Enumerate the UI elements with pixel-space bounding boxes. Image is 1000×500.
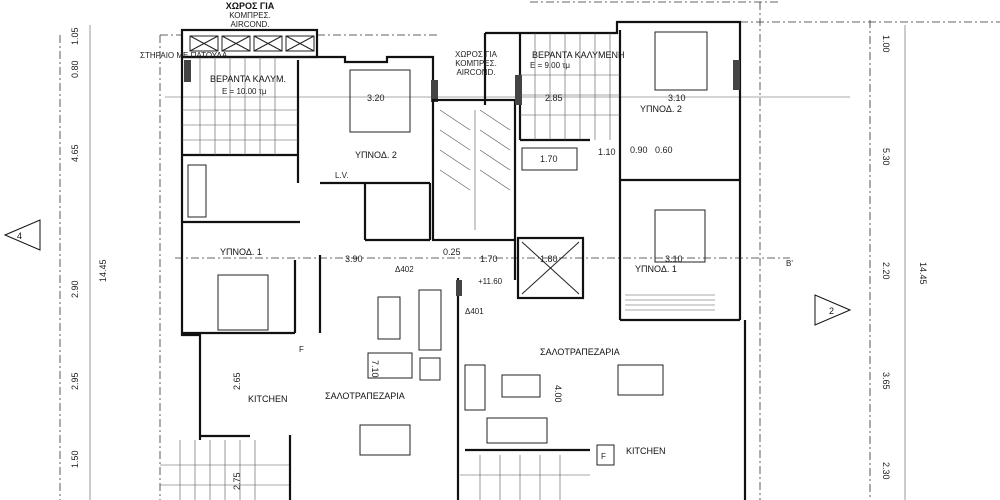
top-note-line2: ΚΟΜΠΡΕΣ. [229,11,271,20]
outer-dimensions-left: 1.05 0.80 4.65 2.90 2.95 1.50 14.45 [70,27,108,468]
dim: 1.10 [598,147,616,157]
axis-lines [59,1,1000,500]
bedroom1-right-label: ΥΠΝΟΔ. 1 [635,264,677,274]
dim: 3.65 [881,372,891,390]
veranda-right-label: ΒΕΡΑΝΤΑ ΚΑΛΥΜΕΝΗ [532,50,625,60]
dim: 2.65 [232,372,242,390]
section-marker-right: 2 [814,294,852,326]
fridge-left: F [299,345,304,354]
section-marker-left: 4 [3,219,41,251]
bedroom2-right-label: ΥΠΝΟΔ. 2 [640,104,682,114]
d402-label: Δ402 [395,265,414,274]
dim: 0.25 [443,247,461,257]
dim: 5.30 [881,148,891,166]
dim: 1.05 [70,27,80,45]
compressor-right-2: ΚΟΜΠΡΕΣ. [455,59,497,68]
compressor-right-3: AIRCOND. [456,68,495,77]
kitchen-left-label: KITCHEN [248,394,288,404]
bedroom2-left-label: ΥΠΝΟΔ. 2 [355,150,397,160]
lv-label: L.V. [335,171,349,180]
dim: 3.20 [367,93,385,103]
outer-dimensions-right: 1.00 5.30 2.20 3.65 2.30 14.45 [881,35,928,480]
dim: 2.95 [70,372,80,390]
room-labels: ΧΩΡΟΣ ΓΙΑ ΚΟΜΠΡΕΣ. AIRCOND. ΣΤΗΡΑΙΟ ΜΕ Π… [140,1,793,461]
dim: 4.00 [553,385,563,403]
right-unit-walls [460,20,747,500]
dim: 1.80 [540,254,558,264]
d401-label: Δ401 [465,307,484,316]
dim: 1.70 [480,254,498,264]
dim: 2.20 [881,262,891,280]
bedroom1-left-label: ΥΠΝΟΔ. 1 [220,247,262,257]
section-marker-left-number: 4 [17,231,22,241]
section-marker-right-number: 2 [829,306,834,316]
overall-dim-right: 14.45 [918,262,928,285]
living-right-label: ΣΑΛΟΤΡΑΠΕΖΑΡΙΑ [540,347,620,357]
dim: 2.75 [232,472,242,490]
veranda-left-label: ΒΕΡΑΝΤΑ ΚΑΛΥΜ. [210,74,286,84]
dim: 3.10 [668,93,686,103]
veranda-left-area: E = 10.00 τμ [222,87,267,96]
stair-core [431,98,585,300]
level-label: +11.60 [478,277,503,286]
dim: 0.60 [655,145,673,155]
living-left-label: ΣΑΛΟΤΡΑΠΕΖΑΡΙΑ [325,391,405,401]
top-note-line1: ΧΩΡΟΣ ΓΙΑ [226,1,275,11]
top-note-line3: AIRCOND. [230,20,269,29]
left-unit-walls [160,28,462,500]
dim: 0.80 [70,60,80,78]
dim: 4.65 [70,144,80,162]
dim: 1.00 [881,35,891,53]
dim: 7.10 [370,360,380,378]
dim: 2.90 [70,280,80,298]
fridge-right: F [601,452,606,461]
dim: 1.70 [540,154,558,164]
veranda-right-area: E = 9.00 τμ [530,61,570,70]
dim: 2.30 [881,462,891,480]
dim: 3.10 [665,254,683,264]
dim: 2.85 [545,93,563,103]
section-b-label: B' [786,259,793,268]
support-note: ΣΤΗΡΑΙΟ ΜΕ ΠΑΤΟΥΔΑ [140,51,228,60]
dim: 0.90 [630,145,648,155]
kitchen-right-label: KITCHEN [626,446,666,456]
inner-dimensions: 3.20 3.90 1.70 2.85 3.10 1.70 1.80 2.65 … [232,93,686,490]
overall-dim-left: 14.45 [98,259,108,282]
dim: 1.50 [70,450,80,468]
compressor-right-1: ΧΩΡΟΣ ΓΙΑ [455,50,498,59]
dim: 3.90 [345,254,363,264]
